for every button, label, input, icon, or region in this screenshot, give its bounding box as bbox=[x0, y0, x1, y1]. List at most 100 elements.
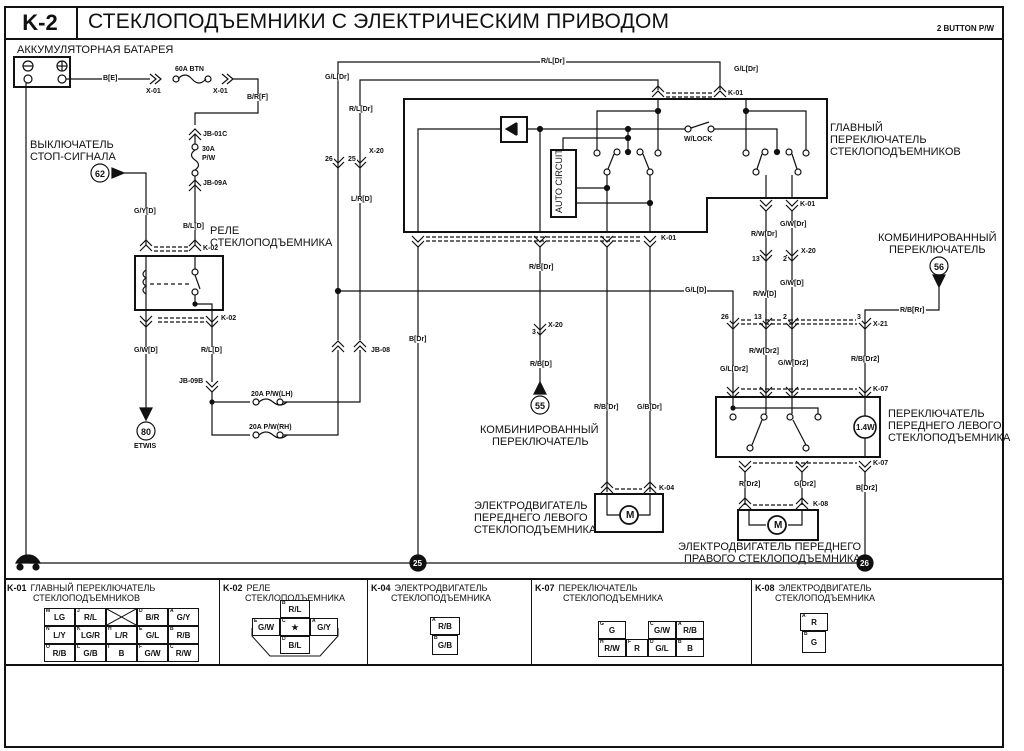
connector-jb01c: JB-01C bbox=[202, 131, 229, 138]
wire-gwd: G/W[D] bbox=[133, 347, 159, 354]
wire-gbdr-motor: G/B[Dr] bbox=[636, 404, 663, 411]
legend-k07-code: K-07 bbox=[535, 583, 555, 593]
wire-gldr2: G/L[Dr2] bbox=[719, 366, 749, 373]
fl-motor-label-3: СТЕКЛОПОДЪЕМНИКА bbox=[474, 524, 597, 536]
relay-label-1: РЕЛЕ bbox=[210, 225, 240, 237]
brake-switch-label-1: ВЫКЛЮЧАТЕЛЬ bbox=[30, 139, 114, 151]
lamp-label: 1.4W bbox=[856, 423, 875, 432]
fuse-30a-pw: P/W bbox=[201, 155, 217, 162]
main-switch-label-2: ПЕРЕКЛЮЧАТЕЛЬ bbox=[830, 134, 927, 146]
wire-rbdr: R/B[Dr] bbox=[528, 264, 555, 271]
wire-rldr-top: R/L[Dr] bbox=[540, 58, 566, 65]
ref-56: 56 bbox=[934, 262, 945, 272]
connector-k08: K-08 bbox=[812, 501, 830, 508]
battery-label: АККУМУЛЯТОРНАЯ БАТАРЕЯ bbox=[17, 44, 174, 56]
wire-rld: R/L[D] bbox=[200, 347, 223, 354]
wire-bdr: B[Dr] bbox=[408, 336, 428, 343]
wire-gldr-right: G/L[Dr] bbox=[733, 66, 760, 73]
wire-bld: B/L[D] bbox=[182, 223, 205, 230]
legend-k02-name-2: СТЕКЛОПОДЪЕМНИКА bbox=[245, 593, 346, 603]
fr-motor-icon: M bbox=[774, 520, 783, 531]
legend-k07-name-1: ПЕРЕКЛЮЧАТЕЛЬ bbox=[558, 583, 638, 593]
combo-switch-right-label-2: ПЕРЕКЛЮЧАТЕЛЬ bbox=[889, 244, 986, 256]
main-switch-box bbox=[403, 98, 828, 233]
fr-motor-label-1: ЭЛЕКТРОДВИГАТЕЛЬ ПЕРЕДНЕГО bbox=[678, 541, 862, 553]
legend-k04-code: K-04 bbox=[371, 583, 391, 593]
page-title: СТЕКЛОПОДЪЕМНИКИ С ЭЛЕКТРИЧЕСКИМ ПРИВОДО… bbox=[88, 10, 670, 33]
ref-55: 55 bbox=[535, 401, 546, 411]
k01-blank-cross-icon bbox=[107, 609, 136, 625]
page-code: K-2 bbox=[4, 6, 78, 40]
pin-13-x20: 13 bbox=[751, 256, 761, 263]
wire-rwdr2: R/W[Dr2] bbox=[748, 348, 780, 355]
connector-jb09b: JB-09B bbox=[178, 378, 205, 385]
ref-80: 80 bbox=[141, 427, 152, 437]
legend-k08-code: K-08 bbox=[755, 583, 775, 593]
wire-be: B[E] bbox=[102, 75, 119, 82]
combo-switch-mid-label-1: КОМБИНИРОВАННЫЙ bbox=[480, 424, 599, 436]
legend-k01-code: K-01 bbox=[7, 583, 27, 593]
wire-rbdr2: R/B[Dr2] bbox=[850, 356, 881, 363]
wire-gldr-left: G/L[Dr] bbox=[324, 74, 351, 81]
legend-k01-name-2: СТЕКЛОПОДЪЕМНИКОВ bbox=[33, 593, 140, 603]
legend-k02-code: K-02 bbox=[223, 583, 243, 593]
connector-jb09a: JB-09A bbox=[202, 180, 229, 187]
auto-circuit-label: AUTO CIRCUIT bbox=[554, 149, 564, 213]
fl-switch-label-2: ПЕРЕДНЕГО ЛЕВОГО bbox=[888, 420, 1002, 432]
battery-symbol bbox=[13, 56, 71, 88]
chassis-ground-icon bbox=[15, 554, 41, 564]
pin-26-x21: 26 bbox=[720, 314, 730, 321]
pin-26-x20: 26 bbox=[324, 156, 334, 163]
fl-motor-label-2: ПЕРЕДНЕГО ЛЕВОГО bbox=[474, 512, 588, 524]
connector-x20-top: X-20 bbox=[368, 148, 385, 155]
connector-k01-right: K-01 bbox=[799, 201, 817, 208]
wire-gyd: G/Y[D] bbox=[133, 208, 157, 215]
fl-motor-icon: M bbox=[626, 510, 635, 521]
pin-3-x20: 3 bbox=[531, 329, 537, 336]
fl-switch-label-1: ПЕРЕКЛЮЧАТЕЛЬ bbox=[888, 408, 985, 420]
connector-x21: X-21 bbox=[872, 321, 889, 328]
main-switch-label-1: ГЛАВНЫЙ bbox=[830, 122, 883, 134]
wire-gwdr: G/W[Dr] bbox=[779, 221, 808, 228]
wire-gwdr2: G/W[Dr2] bbox=[777, 360, 810, 367]
legend-k02-name-1: РЕЛЕ bbox=[246, 583, 271, 593]
wire-bdr2: B[Dr2] bbox=[855, 485, 879, 492]
legend-k04-name-2: СТЕКЛОПОДЪЕМНИКА bbox=[391, 593, 492, 603]
wlock-label: W/LOCK bbox=[683, 136, 714, 143]
legend-k04-name-1: ЭЛЕКТРОДВИГАТЕЛЬ bbox=[394, 583, 488, 593]
connector-x01-right: X-01 bbox=[212, 88, 229, 95]
wire-rldr-mid: R/L[Dr] bbox=[348, 106, 374, 113]
brake-switch-label-2: СТОП-СИГНАЛА bbox=[30, 151, 116, 163]
legend-k08-name-1: ЭЛЕКТРОДВИГАТЕЛЬ bbox=[778, 583, 872, 593]
wire-rdr2: R[Dr2] bbox=[738, 481, 762, 488]
combo-switch-right-label-1: КОМБИНИРОВАННЫЙ bbox=[878, 232, 997, 244]
wire-gld: G/L[D] bbox=[684, 287, 708, 294]
wire-rbrr: R/B[Rr] bbox=[899, 307, 926, 314]
wire-gdr2: G[Dr2] bbox=[793, 481, 817, 488]
wire-gwd-right: G/W[D] bbox=[779, 280, 805, 287]
